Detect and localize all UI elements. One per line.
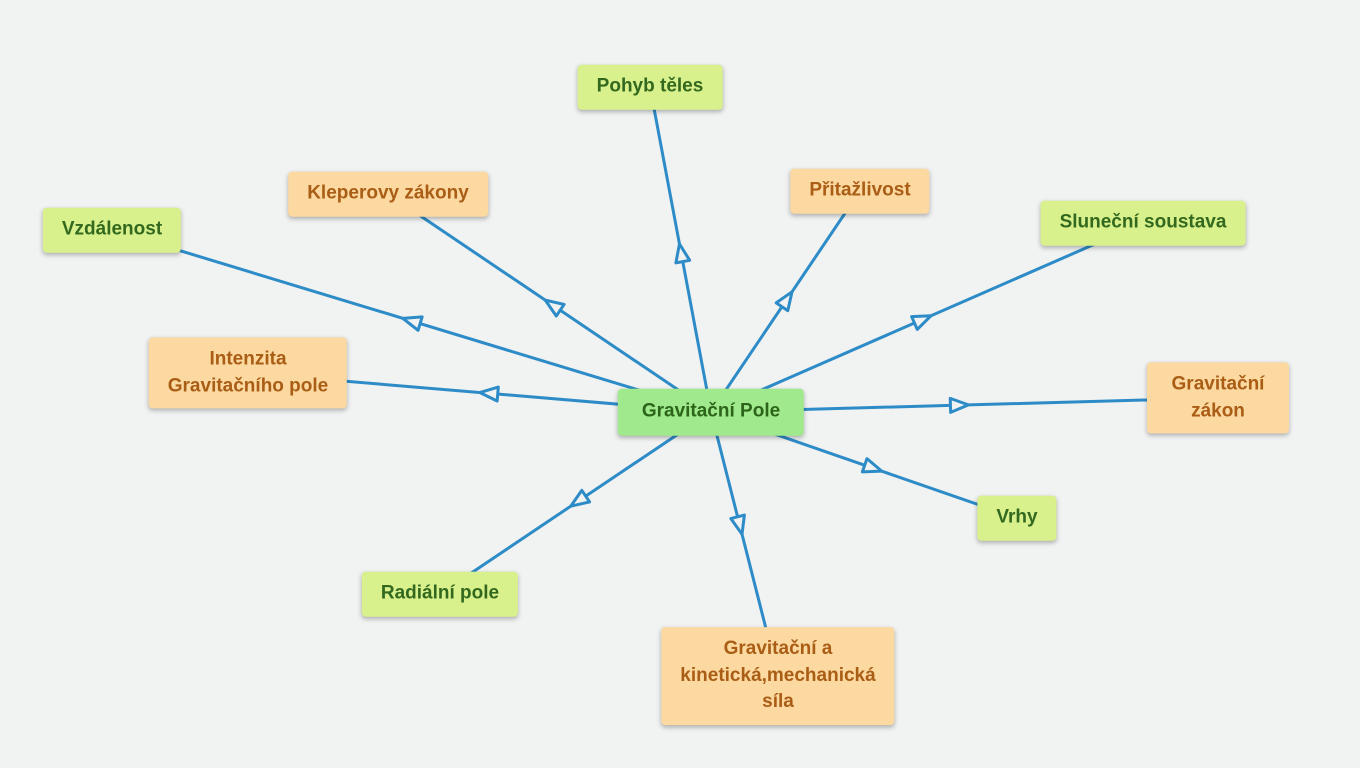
edge-arrowhead xyxy=(774,290,794,313)
node-radialni-pole[interactable]: Radiální pole xyxy=(361,571,519,617)
edge-arrowhead xyxy=(674,242,692,265)
node-pritazlivost[interactable]: Přitažlivost xyxy=(790,168,930,214)
node-gravitacni-kineticka[interactable]: Gravitační a kinetická,mechanická síla xyxy=(661,627,895,725)
edge-arrowhead xyxy=(478,385,500,403)
node-vzdalenost[interactable]: Vzdálenost xyxy=(42,207,182,253)
edge-arrowhead xyxy=(948,396,970,414)
node-slunecni-soustava[interactable]: Sluneční soustava xyxy=(1040,200,1246,246)
node-vrhy[interactable]: Vrhy xyxy=(977,495,1057,541)
edge-arrowhead xyxy=(401,315,424,332)
edge-arrowhead xyxy=(910,314,933,331)
edge-arrowhead xyxy=(543,298,566,318)
edge-arrowhead xyxy=(569,488,592,508)
node-gravitacni-zakon[interactable]: Gravitační zákon xyxy=(1147,362,1289,434)
node-gravitacni-pole[interactable]: Gravitační Pole xyxy=(617,388,805,436)
node-pohyb-teles[interactable]: Pohyb těles xyxy=(577,64,723,110)
edge-arrowhead xyxy=(860,457,884,474)
node-intenzita-gravitacniho-pole[interactable]: Intenzita Gravitačního pole xyxy=(148,337,348,409)
edge-arrowhead xyxy=(729,513,746,536)
node-kleperovy-zakony[interactable]: Kleperovy zákony xyxy=(288,171,488,217)
